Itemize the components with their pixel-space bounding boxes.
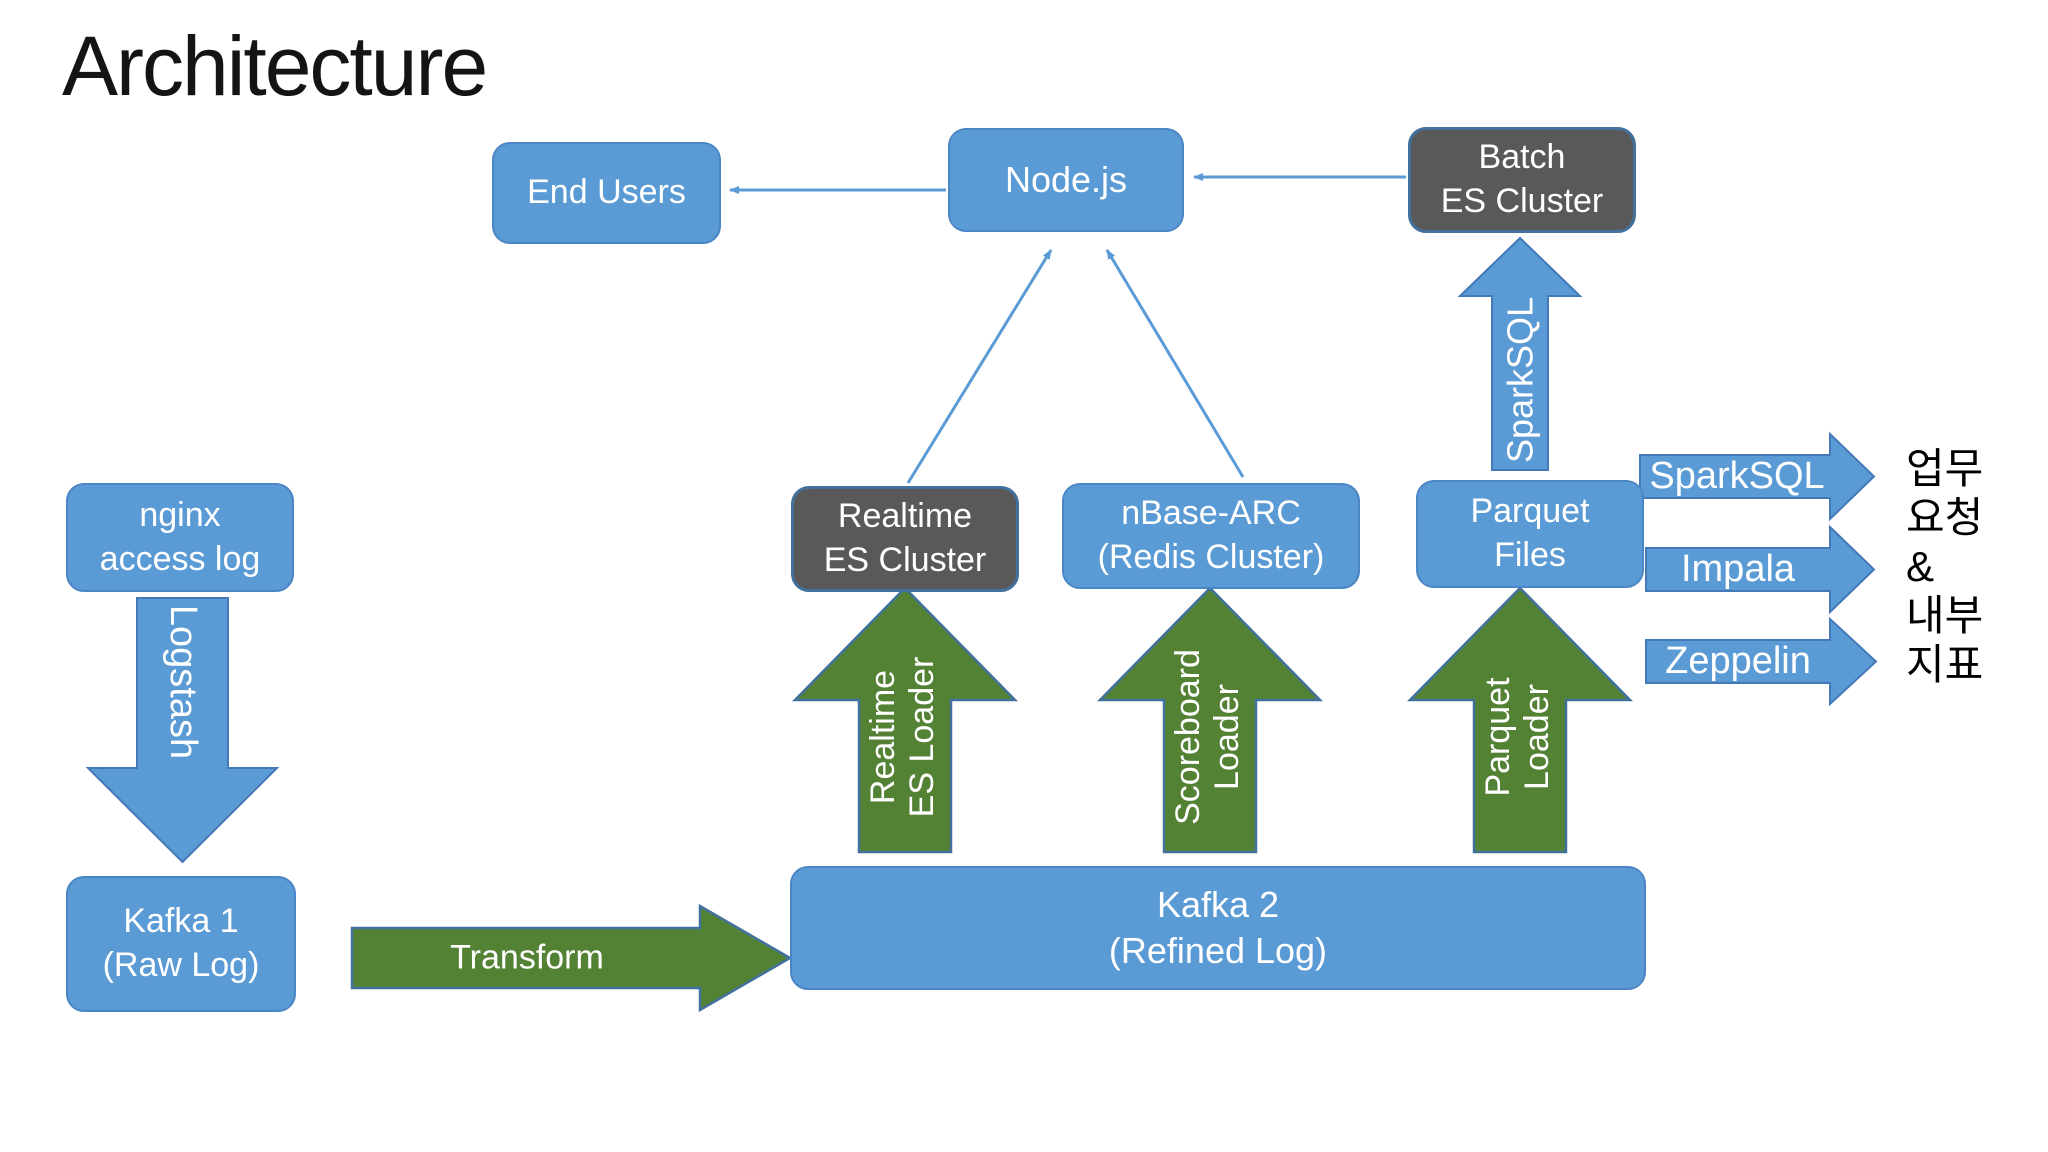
logstash-arrow <box>85 597 280 864</box>
node-label-line2: (Raw Log) <box>102 946 260 984</box>
transform-arrow <box>350 903 793 1013</box>
node-label-line2: (Refined Log) <box>1108 930 1328 971</box>
loader-label-line2: Loader <box>1208 684 1246 790</box>
node-realtime-es-cluster: Realtime ES Cluster <box>791 486 1019 592</box>
parquet-loader-label: Parquet Loader <box>1479 677 1557 796</box>
node-parquet-files: Parquet Files <box>1416 480 1644 588</box>
sparksql-vertical-arrow-label: SparkSQL <box>1499 296 1541 464</box>
node-label-line2: ES Cluster <box>1440 182 1604 220</box>
parquet-loader-arrow <box>1407 586 1633 854</box>
node-label-line1: Realtime <box>837 497 973 536</box>
node-nbase-arc: nBase-ARC (Redis Cluster) <box>1062 483 1360 589</box>
business-request-annotation: 업무 요청 & 내부 지표 <box>1906 444 1983 689</box>
node-label-line1: Kafka 1 <box>123 902 239 941</box>
scoreboard-loader-label: Scoreboard Loader <box>1169 649 1247 825</box>
loader-label-line1: Scoreboard <box>1168 649 1207 825</box>
impala-right-arrow-label: Impala <box>1680 548 1796 591</box>
zeppelin-right-arrow <box>1645 616 1878 707</box>
connector-realtime-to-nodejs-line <box>906 249 1053 484</box>
node-kafka-2: Kafka 2 (Refined Log) <box>790 866 1646 990</box>
node-label-line1: Batch <box>1478 138 1566 177</box>
node-batch-es-cluster: Batch ES Cluster <box>1408 127 1636 233</box>
node-label-line2: access log <box>99 539 261 578</box>
node-label-line1: Kafka 2 <box>1156 883 1280 925</box>
node-label: Node.js <box>1004 158 1128 200</box>
node-label-line2: ES Cluster <box>823 541 987 579</box>
node-kafka-1: Kafka 1 (Raw Log) <box>66 876 296 1012</box>
loader-label-line2: ES Loader <box>903 656 941 818</box>
impala-right-arrow <box>1645 524 1876 615</box>
scoreboard-loader-arrow <box>1097 586 1323 854</box>
realtime-es-loader-label: Realtime ES Loader <box>864 657 942 818</box>
sparksql-right-arrow <box>1639 431 1876 522</box>
loader-label-line1: Realtime <box>863 669 902 805</box>
sparksql-vertical-arrow <box>1457 236 1583 471</box>
node-nginx-access-log: nginx access log <box>66 483 294 592</box>
transform-arrow-label: Transform <box>450 938 604 977</box>
loader-label-line1: Parquet <box>1478 677 1517 797</box>
annotation-line: & <box>1906 543 1935 590</box>
realtime-es-loader-arrow <box>792 586 1018 854</box>
node-label-line1: Parquet <box>1470 492 1590 531</box>
annotation-line: 내부 <box>1906 592 1984 639</box>
node-label-line1: nginx <box>139 495 221 534</box>
connector-nbase-to-nodejs-line <box>1105 249 1245 478</box>
node-label: End Users <box>527 173 686 212</box>
loader-label-line2: Loader <box>1518 684 1556 790</box>
logstash-arrow-label: Logstash <box>161 604 204 760</box>
node-nodejs: Node.js <box>948 128 1184 232</box>
sparksql-right-arrow-label: SparkSQL <box>1649 455 1825 498</box>
node-label-line1: nBase-ARC <box>1121 494 1301 533</box>
annotation-line: 요청 <box>1906 494 1984 541</box>
page-title: Architecture <box>62 19 488 113</box>
node-label-line2: (Redis Cluster) <box>1097 538 1325 576</box>
node-end-users: End Users <box>492 142 721 244</box>
zeppelin-right-arrow-label: Zeppelin <box>1665 640 1811 683</box>
node-label-line2: Files <box>1494 536 1566 574</box>
annotation-line: 지표 <box>1906 641 1984 688</box>
annotation-line: 업무 <box>1906 445 1984 492</box>
